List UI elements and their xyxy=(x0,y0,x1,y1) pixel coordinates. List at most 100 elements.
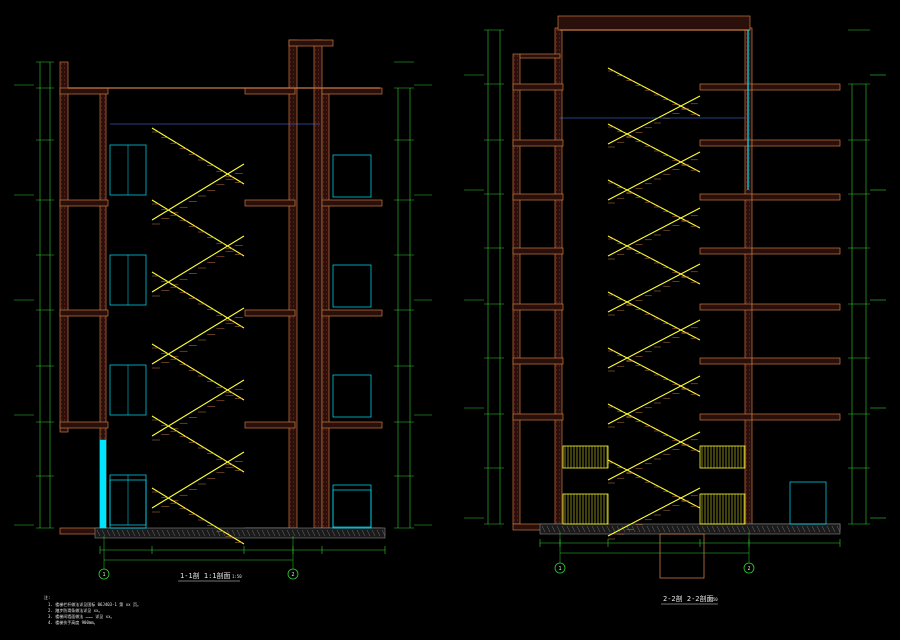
right-ground-hatch xyxy=(576,525,581,533)
right-ground-hatch xyxy=(816,525,821,533)
right-slab-right-4 xyxy=(751,303,841,311)
svg-text:1: 1 xyxy=(558,566,561,572)
right-ground-hatch xyxy=(806,525,811,533)
right-ground-hatch xyxy=(671,525,676,533)
right-slab-mid-6 xyxy=(699,413,753,421)
right-section-scale: 1:50 xyxy=(708,597,718,602)
left-door-openings xyxy=(99,144,372,529)
left-ground-hatch xyxy=(356,529,361,537)
right-ground-hatch xyxy=(626,525,631,533)
left-ground-hatch xyxy=(161,529,166,537)
note-line-2: 2. 踏步防滑条做法详见 xx。 xyxy=(48,607,102,613)
right-building-section xyxy=(464,15,886,579)
right-slab-left-2 xyxy=(512,193,564,201)
right-slab-mid-5 xyxy=(699,357,753,365)
right-ground-hatch xyxy=(546,525,551,533)
right-ground-hatch xyxy=(681,525,686,533)
left-ground-hatch xyxy=(141,529,146,537)
right-ground-hatch xyxy=(656,525,661,533)
left-ground-hatch xyxy=(361,529,366,537)
left-ground-hatch xyxy=(291,529,296,537)
right-stair-run-9 xyxy=(607,319,701,369)
left-ground-hatch xyxy=(136,529,141,537)
right-ground-hatch xyxy=(646,525,651,533)
left-ground-hatch xyxy=(366,529,371,537)
left-ground-hatch xyxy=(311,529,316,537)
left-ground-hatch xyxy=(96,529,101,537)
left-shaft-cap xyxy=(288,39,334,47)
left-ground-hatch xyxy=(341,529,346,537)
right-ground-hatch xyxy=(721,525,726,533)
left-ground-hatch xyxy=(381,529,386,537)
right-ground-hatch xyxy=(661,525,666,533)
left-dimension-lines xyxy=(14,61,432,554)
left-ground-hatch xyxy=(321,529,326,537)
left-ground-hatch xyxy=(296,529,301,537)
left-ground-hatch xyxy=(336,529,341,537)
right-ground-hatch xyxy=(796,525,801,533)
right-ground-hatch xyxy=(701,525,706,533)
left-stair-run-5 xyxy=(151,307,245,365)
right-ground-hatch xyxy=(741,525,746,533)
left-slab-right-2 xyxy=(321,309,383,317)
right-slab-right-5 xyxy=(751,357,841,365)
right-yellow-panel-0 xyxy=(562,445,609,469)
left-ground-hatch xyxy=(201,529,206,537)
right-ground-hatch xyxy=(571,525,576,533)
left-stair-run-4 xyxy=(151,271,245,329)
left-shaft-wall-b xyxy=(313,39,323,529)
left-stair-run-6 xyxy=(151,343,245,401)
right-slab-right-3 xyxy=(751,247,841,255)
left-shaft-wall-a xyxy=(288,39,298,529)
left-slab-left-3 xyxy=(59,421,109,429)
right-ground-hatch xyxy=(541,525,546,533)
left-ground-hatch xyxy=(231,529,236,537)
right-ground-hatch xyxy=(711,525,716,533)
right-stair-flights xyxy=(607,67,701,540)
right-slab-left-6 xyxy=(512,413,564,421)
right-section-title: 2-2剖 2-2剖面 xyxy=(663,594,714,603)
left-slab-right-0 xyxy=(321,87,383,95)
left-ground-hatch xyxy=(316,529,321,537)
right-ground-hatch xyxy=(801,525,806,533)
left-ground-hatch xyxy=(236,529,241,537)
left-ground-hatch xyxy=(151,529,156,537)
svg-text:1: 1 xyxy=(102,572,105,578)
left-ground-hatch xyxy=(171,529,176,537)
left-stair-run-0 xyxy=(151,127,245,185)
right-yellow-panel-3 xyxy=(699,493,746,525)
left-ground-hatch xyxy=(306,529,311,537)
right-yellow-panel-1 xyxy=(699,445,746,469)
left-window-1 xyxy=(332,264,372,308)
right-ground-hatch xyxy=(686,525,691,533)
left-ground-hatch xyxy=(331,529,336,537)
right-pit xyxy=(659,533,705,579)
right-ground-hatch xyxy=(691,525,696,533)
left-ground-hatch xyxy=(251,529,256,537)
general-notes: 注: 1. 楼梯栏杆做法详见国标 06J403-1 第 xx 页。 2. 踏步防… xyxy=(44,594,141,625)
right-slab-left-3 xyxy=(512,247,564,255)
right-ground-slab xyxy=(539,523,841,535)
right-slab-mid-4 xyxy=(699,303,753,311)
right-ground-hatch xyxy=(706,525,711,533)
left-ground-hatch xyxy=(326,529,331,537)
right-ground-hatch xyxy=(591,525,596,533)
right-ground-hatch xyxy=(776,525,781,533)
svg-text:2: 2 xyxy=(747,566,750,572)
note-line-4: 4. 楼梯扶手高度 900mm。 xyxy=(48,619,98,625)
left-window-0 xyxy=(332,154,372,198)
right-slab-mid-0 xyxy=(699,83,753,91)
right-outer-wall xyxy=(512,53,521,525)
right-slab-mid-1 xyxy=(699,139,753,147)
right-stair-run-7 xyxy=(607,263,701,313)
left-slab-mid-2 xyxy=(244,309,296,317)
left-stair-run-2 xyxy=(151,199,245,257)
right-ground-hatch xyxy=(596,525,601,533)
right-roof-top xyxy=(557,15,751,31)
right-slab-right-2 xyxy=(751,193,841,201)
left-stair-run-3 xyxy=(151,235,245,293)
left-ground-hatch xyxy=(101,529,106,537)
right-ground-hatch xyxy=(651,525,656,533)
left-slab-mid-3 xyxy=(244,421,296,429)
